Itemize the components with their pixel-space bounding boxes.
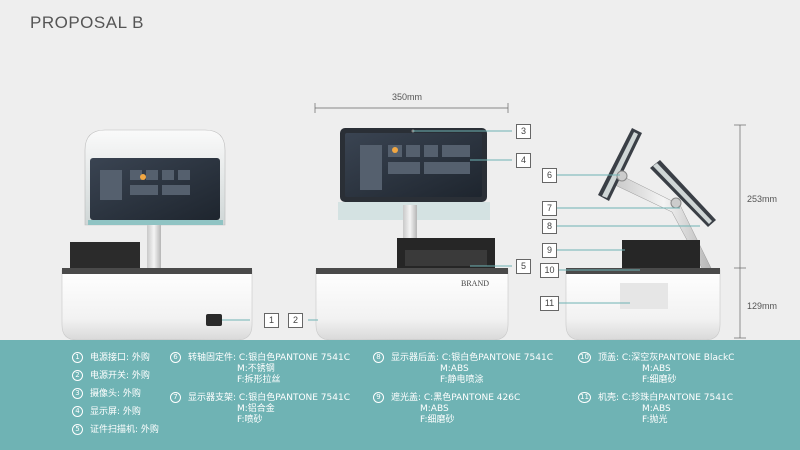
callout-9: 9 — [542, 243, 557, 258]
device-right — [565, 128, 721, 341]
width-dimension: 350mm — [392, 92, 423, 102]
callout-4: 4 — [516, 153, 531, 168]
callout-6: 6 — [542, 168, 557, 183]
callout-11: 11 — [540, 296, 559, 311]
legend-item-6-material: M:不锈钢 — [237, 364, 275, 374]
legend-item-8-material: M:ABS — [440, 364, 469, 374]
device-center — [315, 128, 509, 341]
legend-item-6-finish: F:拆形拉丝 — [237, 375, 281, 385]
dimension-lines — [314, 103, 746, 339]
legend-item-7-material: M:铝合金 — [237, 404, 275, 414]
legend-item-7-finish: F:喷砂 — [237, 415, 263, 425]
page-title: PROPOSAL B — [30, 13, 144, 32]
legend-item-10-material: M:ABS — [642, 364, 671, 374]
height-bottom-dimension: 129mm — [747, 301, 778, 311]
legend-item-11-material: M:ABS — [642, 404, 671, 414]
callout-2: 2 — [288, 313, 303, 328]
legend-item-8-finish: F:静电喷涂 — [440, 375, 484, 385]
callout-lines — [222, 130, 700, 321]
callout-3: 3 — [516, 124, 531, 139]
device-left — [61, 129, 253, 341]
legend-item-10-finish: F:细磨砂 — [642, 375, 677, 385]
callout-8: 8 — [542, 219, 557, 234]
callout-10: 10 — [540, 263, 559, 278]
legend-item-9-finish: F:细磨砂 — [420, 415, 455, 425]
legend-item-11-finish: F:抛光 — [642, 415, 668, 425]
callout-1: 1 — [264, 313, 279, 328]
legend-item-9-material: M:ABS — [420, 404, 449, 414]
callout-7: 7 — [542, 201, 557, 216]
height-top-dimension: 253mm — [747, 194, 778, 204]
spec-footer — [0, 340, 800, 450]
callout-5: 5 — [516, 259, 531, 274]
brand-text: BRAND — [461, 279, 489, 288]
